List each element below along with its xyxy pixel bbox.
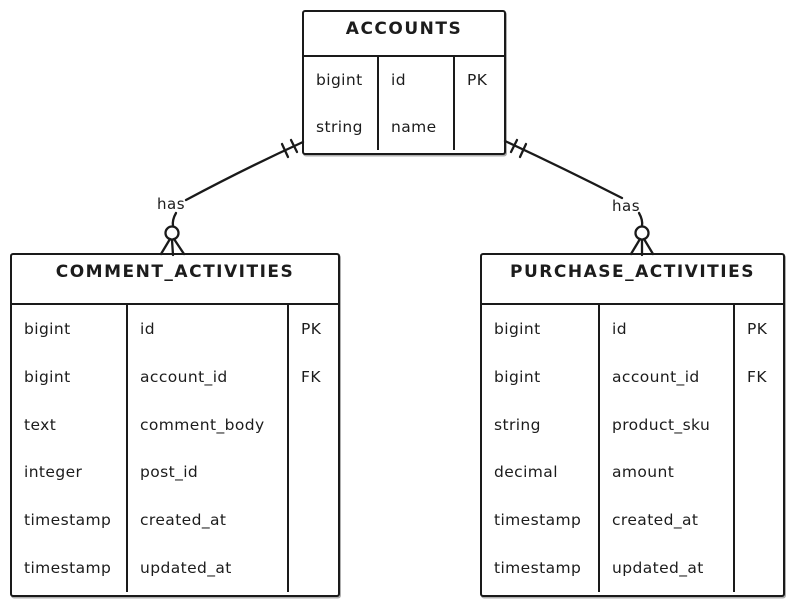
relationship-label-has: has — [612, 197, 641, 215]
attribute-name: updated_at — [598, 544, 733, 592]
entity-purchase-activities: PURCHASE_ACTIVITIES bigint id PK bigint … — [480, 253, 785, 597]
attribute-key: FK — [287, 352, 338, 401]
entity-title: COMMENT_ACTIVITIES — [12, 255, 338, 305]
relationship-line — [503, 139, 624, 200]
attribute-type: bigint — [24, 319, 71, 338]
relationship-line — [184, 140, 305, 202]
entity-attribute-grid: bigint id PK bigint account_id FK string… — [482, 305, 783, 592]
zero-cardinality-circle-icon — [634, 225, 650, 241]
attribute-key: PK — [453, 57, 504, 104]
entity-attribute-grid: bigint id PK string name — [304, 57, 504, 150]
exactly-one-tick-icon — [518, 142, 528, 159]
attribute-type: timestamp — [24, 559, 112, 578]
attribute-type: bigint — [316, 71, 363, 90]
attribute-type: string — [494, 415, 541, 434]
attribute-key — [733, 400, 783, 449]
attribute-name: id — [598, 305, 733, 353]
attribute-type: text — [24, 415, 57, 434]
entity-comment-activities: COMMENT_ACTIVITIES bigint id PK bigint a… — [10, 253, 340, 597]
attribute-name: account_id — [126, 352, 287, 401]
attribute-key — [733, 544, 783, 592]
attribute-key — [287, 544, 338, 592]
entity-title: ACCOUNTS — [304, 12, 504, 57]
attribute-key: PK — [733, 305, 783, 353]
exactly-one-tick-icon — [289, 138, 299, 154]
entity-accounts: ACCOUNTS bigint id PK string name — [302, 10, 506, 155]
attribute-name: post_id — [126, 448, 287, 497]
attribute-type: bigint — [494, 319, 541, 338]
attribute-type: decimal — [494, 463, 558, 482]
attribute-name: name — [377, 103, 453, 150]
attribute-key — [287, 400, 338, 449]
attribute-type: string — [316, 117, 363, 136]
attribute-key — [733, 448, 783, 497]
attribute-name: created_at — [598, 496, 733, 545]
attribute-type: bigint — [494, 367, 541, 386]
attribute-name: updated_at — [126, 544, 287, 592]
zero-cardinality-circle-icon — [164, 225, 180, 241]
relationship-stem — [171, 211, 178, 228]
attribute-name: created_at — [126, 496, 287, 545]
attribute-name: comment_body — [126, 400, 287, 449]
attribute-type: timestamp — [494, 559, 582, 578]
attribute-key — [453, 103, 504, 150]
relationship-label-has: has — [157, 195, 186, 213]
attribute-name: id — [377, 57, 453, 104]
exactly-one-tick-icon — [280, 142, 290, 159]
attribute-key: FK — [733, 352, 783, 401]
attribute-key — [287, 496, 338, 545]
entity-title: PURCHASE_ACTIVITIES — [482, 255, 783, 305]
attribute-name: amount — [598, 448, 733, 497]
attribute-name: id — [126, 305, 287, 353]
attribute-name: product_sku — [598, 400, 733, 449]
attribute-key — [287, 448, 338, 497]
exactly-one-tick-icon — [509, 138, 519, 154]
attribute-type: integer — [24, 463, 83, 482]
attribute-type: bigint — [24, 367, 71, 386]
attribute-name: account_id — [598, 352, 733, 401]
attribute-type: timestamp — [494, 511, 582, 530]
entity-attribute-grid: bigint id PK bigint account_id FK text c… — [12, 305, 338, 592]
attribute-key — [733, 496, 783, 545]
attribute-key: PK — [287, 305, 338, 353]
attribute-type: timestamp — [24, 511, 112, 530]
